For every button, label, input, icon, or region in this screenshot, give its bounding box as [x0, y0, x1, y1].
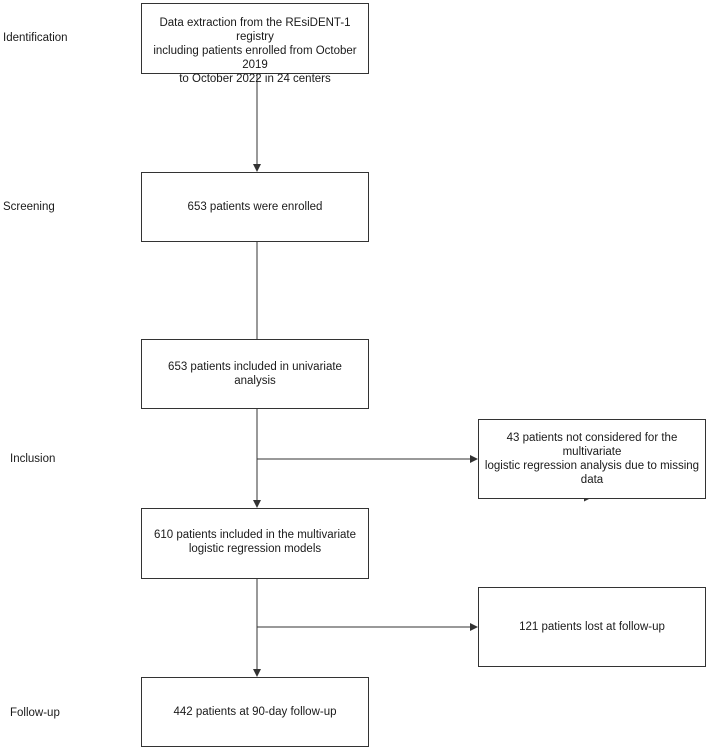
box-data-extraction-text: Data extraction from the REsiDENT-1 regi…: [153, 17, 357, 85]
box-lost-follow-up-text: 121 patients lost at follow-up: [519, 621, 665, 633]
arrowhead-multivariate: [253, 500, 261, 508]
box-excluded-missing-data: 43 patients not considered for the multi…: [478, 419, 706, 499]
stage-label-follow-up: Follow-up: [10, 707, 60, 719]
box-multivariate-text: 610 patients included in the multivariat…: [153, 529, 356, 555]
box-excluded-missing-data-text: 43 patients not considered for the multi…: [484, 432, 700, 486]
box-followed-up: 442 patients at 90-day follow-up: [141, 677, 369, 747]
stage-label-identification: Identification: [3, 32, 68, 44]
arrowhead-enrolled: [253, 164, 261, 172]
arrowhead-followup: [253, 669, 261, 677]
box-enrolled-text: 653 patients were enrolled: [187, 201, 323, 213]
box-multivariate: 610 patients included in the multivariat…: [141, 508, 369, 579]
box-univariate: 653 patients included in univariate anal…: [141, 339, 369, 409]
arrowhead-excluded: [470, 455, 478, 463]
box-followed-up-text: 442 patients at 90-day follow-up: [173, 706, 337, 718]
box-univariate-text: 653 patients included in univariate anal…: [168, 361, 342, 387]
box-data-extraction: Data extraction from the REsiDENT-1 regi…: [141, 3, 369, 85]
arrowhead-lost: [470, 623, 478, 631]
stage-label-screening: Screening: [3, 201, 55, 213]
box-enrolled: 653 patients were enrolled: [141, 172, 369, 242]
box-lost-follow-up: 121 patients lost at follow-up: [478, 587, 706, 667]
stage-label-inclusion: Inclusion: [10, 453, 56, 465]
